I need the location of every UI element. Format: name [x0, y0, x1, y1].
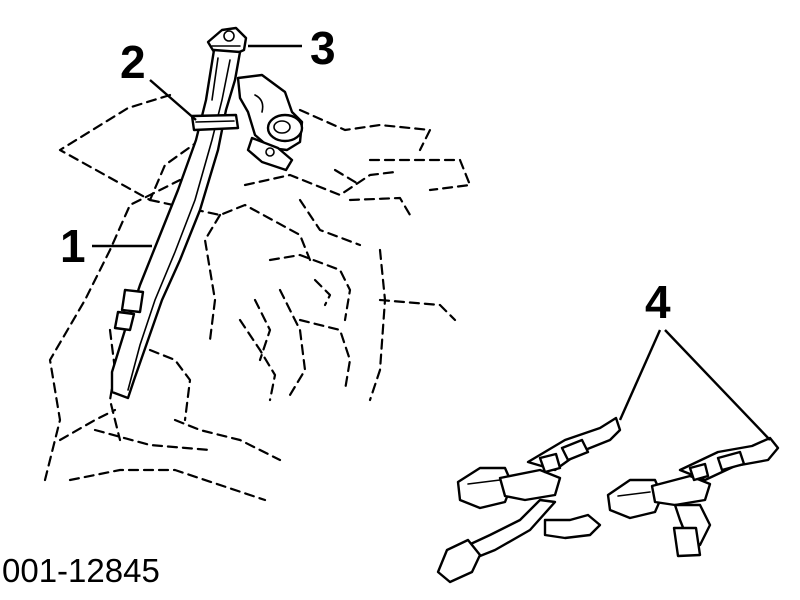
belt-lower-adjuster	[113, 288, 145, 332]
belt-guide-loop	[190, 113, 240, 132]
seat-belt-retractor	[236, 73, 304, 172]
callout-4: 4	[645, 276, 671, 328]
leader-lines	[92, 44, 771, 441]
leader-2	[149, 79, 197, 121]
figure-number: 001-12845	[2, 552, 160, 589]
leader-4b	[664, 329, 771, 441]
callout-1: 1	[60, 220, 86, 272]
callout-3: 3	[310, 22, 336, 74]
leader-4a	[618, 329, 662, 421]
vehicle-body-outline	[43, 93, 472, 502]
callout-2: 2	[120, 36, 146, 88]
rear-buckle-assembly-left	[436, 416, 622, 584]
rear-buckle-assembly-right	[606, 436, 780, 558]
belt-upper-guide	[206, 26, 248, 58]
